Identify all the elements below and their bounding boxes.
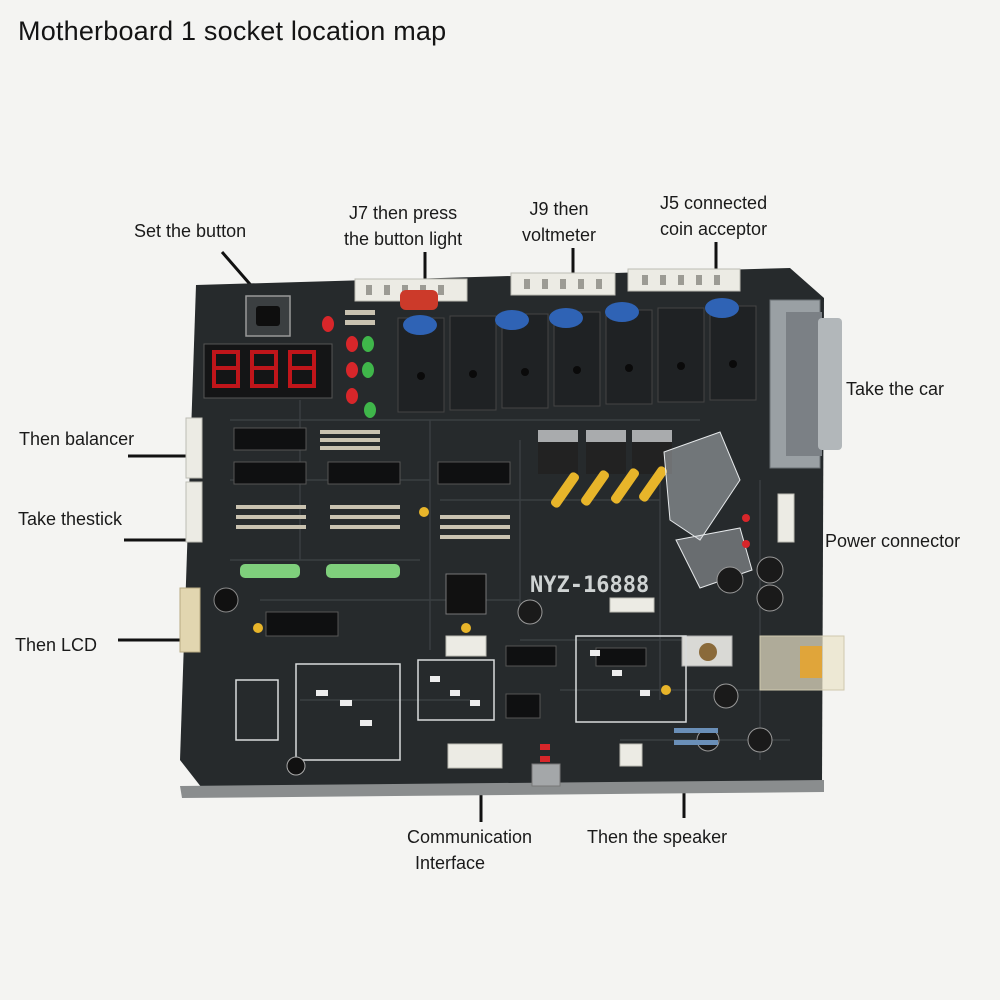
top-connectors	[354, 268, 741, 310]
callout-take-car: Take the car	[846, 376, 944, 402]
callout-take-car-text: Take the car	[846, 379, 945, 399]
yellow-capacitors	[551, 466, 667, 508]
callout-j5-line1: J5 connected	[660, 193, 768, 213]
callout-comm-line1: Communication	[407, 827, 533, 847]
set-button-switch	[245, 295, 291, 337]
smd-parts	[316, 650, 650, 726]
callout-power-text: Power connector	[825, 531, 961, 551]
resistor-array	[236, 310, 510, 539]
green-capacitors	[240, 564, 400, 578]
callout-j5-line2: coin acceptor	[660, 219, 768, 239]
ic-chips	[233, 427, 647, 719]
callout-power: Power connector	[825, 528, 960, 554]
callout-lcd: Then LCD	[15, 632, 97, 658]
callout-communication: Communication Interface	[407, 824, 532, 876]
seven-segment-display	[203, 343, 333, 399]
callout-j7: J7 then press the button light	[344, 200, 462, 252]
callout-speaker-text: Then the speaker	[587, 827, 728, 847]
mcu-chip	[445, 573, 487, 615]
blue-capacitors	[403, 298, 739, 335]
callout-balancer: Then balancer	[19, 426, 134, 452]
callout-comm-line2: Interface	[415, 853, 486, 873]
bridge-rectifier	[663, 431, 741, 541]
callout-j9-line2: voltmeter	[522, 225, 597, 245]
callout-thestick-text: Take thestick	[18, 509, 123, 529]
pcb-edge	[180, 780, 824, 798]
db-connector	[769, 299, 842, 469]
misc-components	[253, 507, 750, 762]
callout-lcd-text: Then LCD	[15, 635, 98, 655]
callout-balancer-text: Then balancer	[19, 429, 135, 449]
callout-set-button: Set the button	[134, 218, 246, 244]
callout-thestick: Take thestick	[18, 506, 122, 532]
callout-j9-line1: J9 then	[529, 199, 589, 219]
callout-j5: J5 connected coin acceptor	[660, 190, 767, 242]
potentiometer-fuse	[681, 635, 845, 691]
power-connector-jack	[777, 493, 795, 543]
bottom-connectors	[445, 597, 655, 787]
heatsink-regulators	[538, 430, 672, 474]
left-connectors	[179, 417, 203, 653]
page-title: Motherboard 1 socket location map	[18, 16, 447, 46]
callout-j9: J9 then voltmeter	[522, 196, 596, 248]
silkscreen-outlines	[235, 635, 687, 761]
callout-set-button-text: Set the button	[134, 221, 247, 241]
led-column	[322, 316, 376, 418]
callout-j7-line2: the button light	[344, 229, 463, 249]
board-label: NYZ-16888	[530, 573, 649, 598]
callout-j7-line1: J7 then press	[349, 203, 458, 223]
reset-switch	[286, 756, 306, 776]
callout-speaker: Then the speaker	[587, 824, 727, 850]
